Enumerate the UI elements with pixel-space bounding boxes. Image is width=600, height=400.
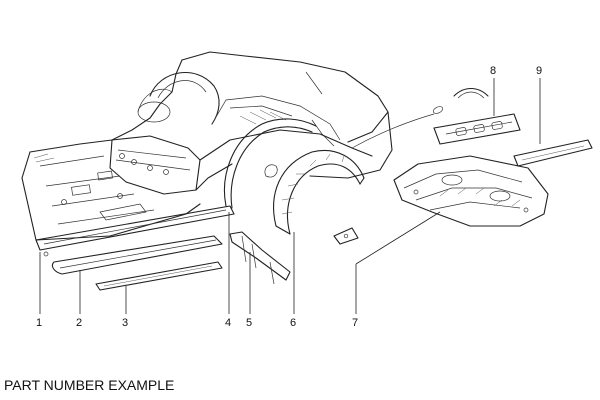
callout-9: 9 — [536, 65, 542, 77]
callout-8: 8 — [490, 65, 496, 77]
callout-6: 6 — [290, 317, 296, 329]
part-arch-trim — [223, 118, 317, 209]
car-body-shell — [21, 51, 444, 241]
part-sill-front — [35, 205, 235, 257]
part-small-bracket — [333, 227, 359, 245]
callout-2: 2 — [76, 317, 82, 329]
callout-4: 4 — [225, 317, 231, 329]
callout-1: 1 — [36, 317, 42, 329]
part-sill-strip — [95, 261, 223, 291]
exploded-body-diagram: 1 2 3 4 5 6 7 8 9 — [21, 51, 593, 329]
part-pillar-bracket — [229, 231, 291, 285]
callout-5: 5 — [246, 317, 252, 329]
leader-lines — [39, 78, 541, 314]
callout-3: 3 — [122, 317, 128, 329]
part-bracket-strip — [433, 87, 521, 145]
part-rear-wheel-arch — [264, 150, 365, 235]
caption: PART NUMBER EXAMPLE — [4, 377, 175, 393]
part-rear-floor — [393, 155, 549, 227]
part-rocker-panel — [51, 235, 223, 275]
callout-7: 7 — [352, 317, 358, 329]
part-trim-strip — [513, 139, 593, 167]
